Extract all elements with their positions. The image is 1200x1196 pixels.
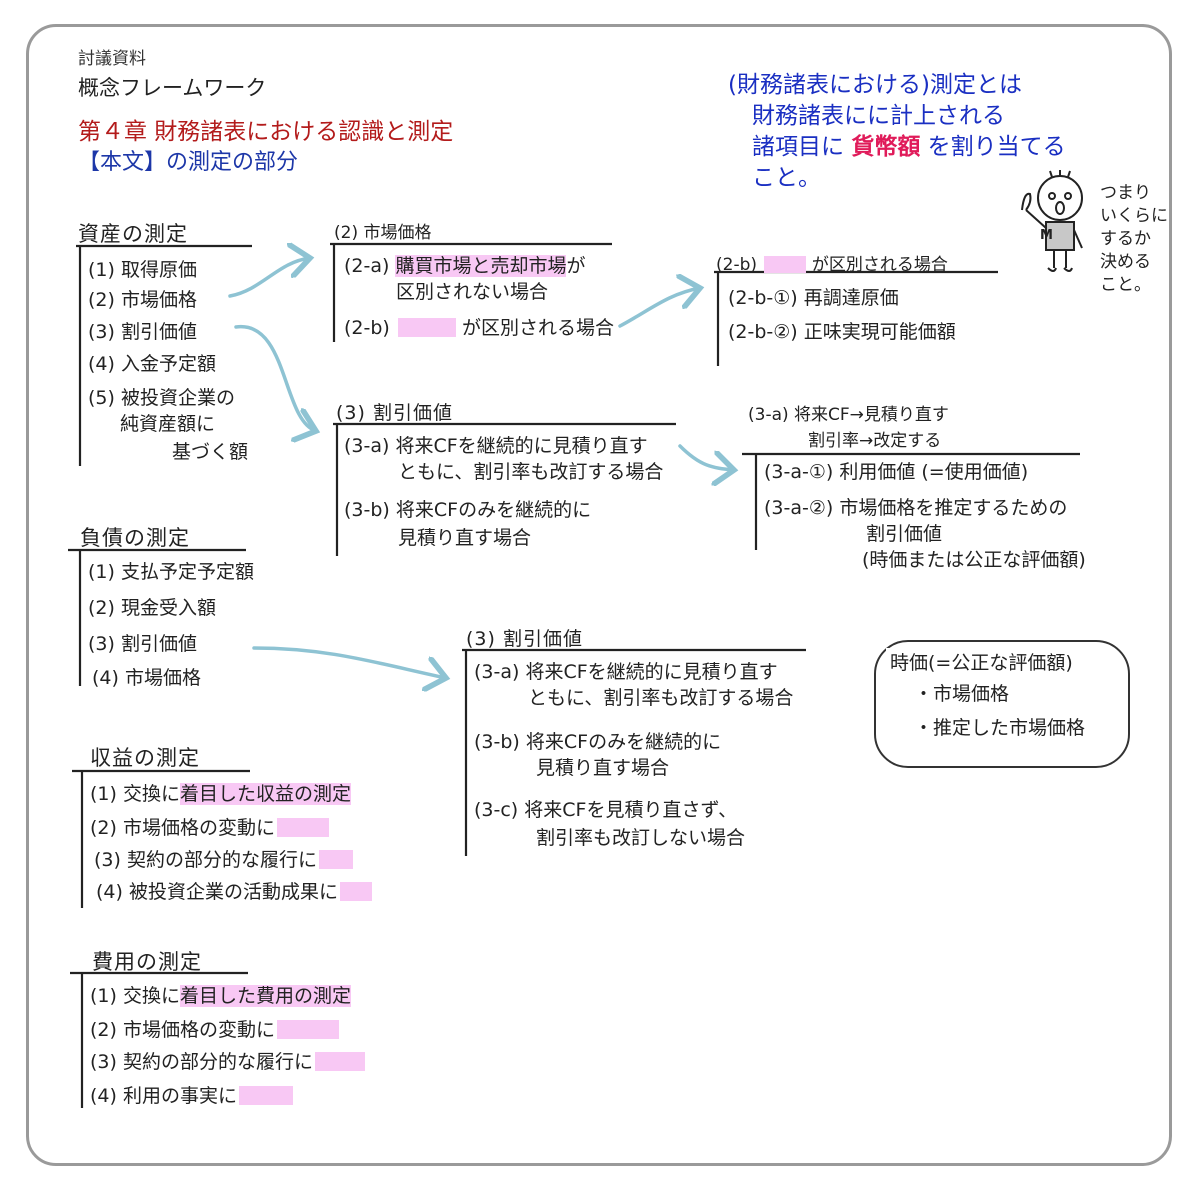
- purchase-sale-market-highlight: 購買市場と売却市場: [395, 255, 567, 277]
- market-price-title: (2) 市場価格: [334, 223, 432, 243]
- liabilities-item-2: (2) 現金受入額: [88, 597, 216, 619]
- discount-liab-item-b: (3-b) 将来CFのみを継続的に: [474, 731, 722, 753]
- discount-3a-title-line2: 割引率→改定する: [808, 431, 942, 451]
- assets-item-1: (1) 取得原価: [88, 259, 197, 281]
- assets-item-5-line2: 純資産額に: [120, 413, 216, 435]
- document-type: 討議資料: [78, 49, 146, 69]
- assets-title: 資産の測定: [78, 222, 188, 246]
- discount-3a-title-line1: (3-a) 将来CF→見積り直す: [748, 405, 949, 425]
- note-line-3: 諸項目に 貨幣額 を割り当てる: [752, 134, 1066, 160]
- liabilities-item-1: (1) 支払予定予定額: [88, 561, 254, 583]
- revenue-item-4: (4) 被投資企業の活動成果に: [96, 880, 372, 904]
- blank-box: [238, 1086, 293, 1105]
- discount-liab-item-b-line2: 見積り直す場合: [536, 757, 670, 779]
- revenue-item-3: (3) 契約の部分的な履行に: [94, 848, 353, 872]
- framework-title: 概念フレームワーク: [78, 76, 267, 100]
- revenue-item-2: (2) 市場価格の変動に: [90, 816, 329, 840]
- assets-item-3: (3) 割引価値: [88, 321, 197, 343]
- blank-box: [276, 1020, 339, 1039]
- chapter-title: 第４章 財務諸表における認識と測定: [78, 119, 454, 145]
- section-title: 【本文】の測定の部分: [78, 150, 299, 175]
- liabilities-item-3: (3) 割引価値: [88, 633, 197, 655]
- note-line-2: 財務諸表にに計上される: [752, 103, 1005, 129]
- exchange-expense-highlight: 着目した費用の測定: [179, 985, 351, 1007]
- expense-item-4: (4) 利用の事実に: [90, 1084, 293, 1108]
- estimated-market-value-item: (3-a-②) 市場価格を推定するための: [764, 497, 1068, 519]
- value-in-use-item: (3-a-①) 利用価値 (=使用価値): [764, 461, 1029, 483]
- discount-asset-item-b-line2: 見積り直す場合: [398, 527, 532, 549]
- discount-liab-item-a: (3-a) 将来CFを継続的に見積り直す: [474, 661, 778, 683]
- market-price-b-title: (2-b) が区別される場合: [716, 255, 948, 275]
- fair-value-box: [874, 640, 1130, 768]
- liabilities-item-4: (4) 市場価格: [92, 667, 201, 689]
- revenue-item-1: (1) 交換に着目した収益の測定: [90, 783, 351, 805]
- discount-asset-item-a: (3-a) 将来CFを継続的に見積り直す: [344, 435, 648, 457]
- assets-item-2: (2) 市場価格: [88, 289, 197, 311]
- fair-value-title: 時価(=公正な評価額): [886, 648, 1077, 675]
- assets-item-4: (4) 入金予定額: [88, 353, 216, 375]
- assets-item-5: (5) 被投資企業の: [88, 387, 235, 409]
- exchange-revenue-highlight: 着目した収益の測定: [179, 783, 351, 805]
- blank-box: [314, 1052, 365, 1071]
- fair-value-item-1: ・市場価格: [914, 683, 1010, 705]
- market-price-item-a-line2: 区別されない場合: [396, 281, 549, 303]
- monetary-amount-highlight: 貨幣額: [851, 134, 921, 160]
- discount-asset-item-b: (3-b) 将来CFのみを継続的に: [344, 499, 592, 521]
- discount-liab-item-a-line2: ともに、割引率も改訂する場合: [528, 687, 794, 709]
- note-line-4: こと。: [752, 165, 821, 191]
- discount-liab-item-c-line2: 割引率も改訂しない場合: [536, 827, 746, 849]
- discount-asset-title: (3) 割引価値: [336, 402, 453, 424]
- expense-title: 費用の測定: [92, 950, 202, 974]
- bracket-lines: [68, 242, 1080, 1108]
- blank-box: [318, 850, 353, 869]
- estimated-market-value-line2: 割引価値: [866, 523, 943, 545]
- discount-asset-item-a-line2: ともに、割引率も改訂する場合: [398, 461, 664, 483]
- liabilities-title: 負債の測定: [80, 526, 190, 550]
- blank-box: [339, 882, 372, 901]
- blank-box: [276, 818, 329, 837]
- note-line-1: (財務諸表における)測定とは: [728, 72, 1022, 98]
- mascot-badge: M: [1040, 228, 1053, 243]
- mascot-figure-icon: [1021, 170, 1083, 272]
- market-price-item-b: (2-b) が区別される場合: [344, 317, 614, 339]
- measurement-definition-note: (財務諸表における)測定とは 財務諸表にに計上される 諸項目に 貨幣額 を割り当…: [728, 70, 1066, 194]
- expense-item-1: (1) 交換に着目した費用の測定: [90, 985, 351, 1007]
- blank-box: [397, 318, 456, 337]
- discount-liab-title: (3) 割引価値: [466, 628, 583, 650]
- expense-item-2: (2) 市場価格の変動に: [90, 1018, 339, 1042]
- fair-value-item-2: ・推定した市場価格: [914, 717, 1086, 739]
- assets-item-5-line3: 基づく額: [172, 441, 249, 463]
- replacement-cost-item: (2-b-①) 再調達原価: [728, 287, 899, 309]
- net-realizable-value-item: (2-b-②) 正味実現可能価額: [728, 321, 956, 343]
- flow-arrows: [228, 258, 734, 678]
- mascot-text: つまり いくらに するか 決める こと。: [1100, 183, 1168, 295]
- blank-box: [764, 256, 807, 273]
- expense-item-3: (3) 契約の部分的な履行に: [90, 1050, 365, 1074]
- market-price-item-a: (2-a) 購買市場と売却市場が: [344, 255, 586, 277]
- page-card: [26, 24, 1172, 1166]
- estimated-market-value-line3: (時価または公正な評価額): [862, 549, 1086, 571]
- discount-liab-item-c: (3-c) 将来CFを見積り直さず、: [474, 799, 738, 821]
- revenue-title: 収益の測定: [90, 746, 200, 770]
